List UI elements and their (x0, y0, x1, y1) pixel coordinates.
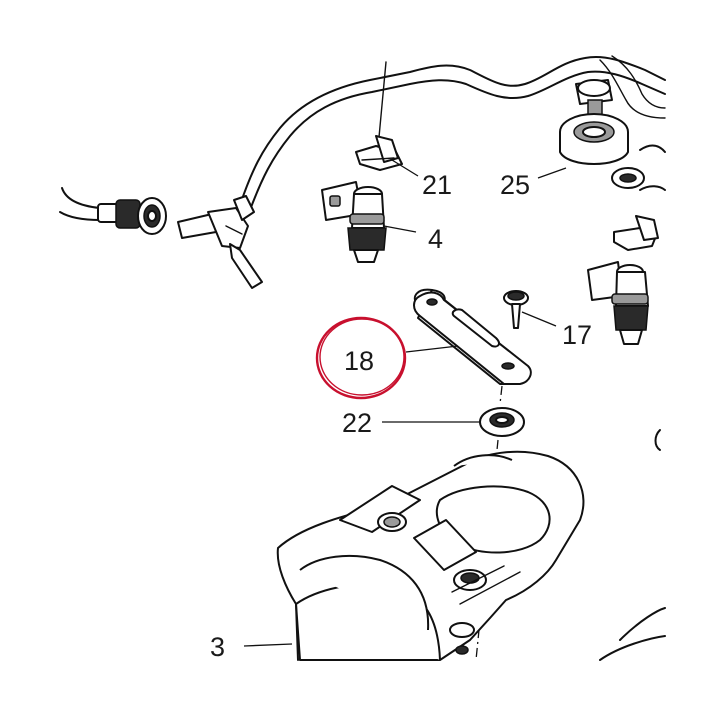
label-22: 22 (342, 408, 372, 438)
fuel-hose-left (59, 187, 217, 239)
clip-21 (355, 135, 403, 171)
leader-lines (243, 159, 567, 647)
fitting-top-right (575, 79, 613, 117)
reference-line-21 (377, 61, 387, 149)
label-25: 25 (500, 170, 530, 200)
washer-22 (479, 407, 525, 437)
manifold-3 (276, 450, 666, 661)
grommet-25 (559, 113, 629, 165)
label-21: 21 (422, 170, 452, 200)
label-3: 3 (210, 632, 225, 662)
injector-4 (321, 181, 387, 263)
label-18: 18 (344, 346, 374, 376)
axis-line-upper (499, 385, 503, 405)
bracket-18 (413, 288, 532, 385)
injector-right (587, 261, 649, 345)
right-frame-fragments (639, 144, 666, 451)
screw-17 (503, 290, 529, 329)
highlight-circle (315, 316, 407, 400)
o-ring-right (611, 167, 645, 189)
clip-right (613, 215, 659, 251)
label-17: 17 (562, 320, 592, 350)
label-4: 4 (428, 224, 443, 254)
fuel-line (239, 55, 666, 211)
t-piece-connector (207, 195, 263, 289)
